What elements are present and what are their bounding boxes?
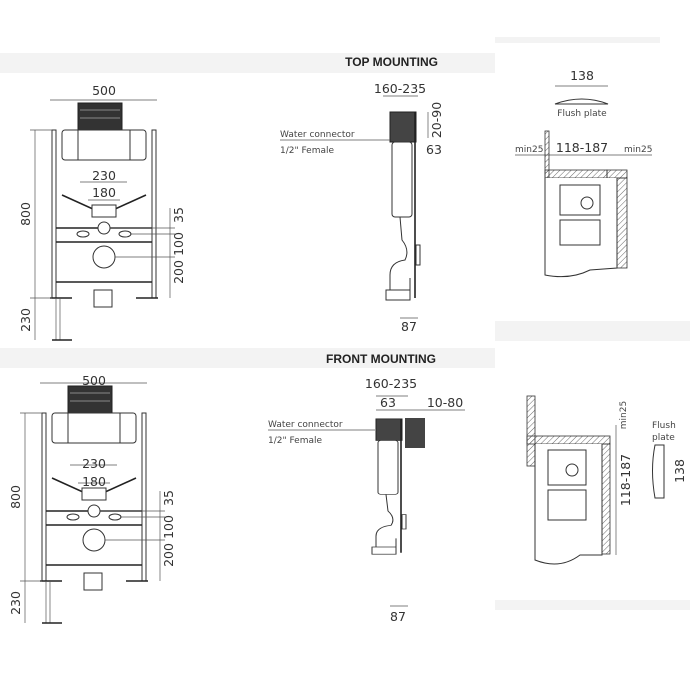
dimension-label: 500 <box>92 83 116 98</box>
dimension-label: 200 <box>161 543 176 567</box>
dimension-label: 100 <box>171 232 186 256</box>
dimension-label: Flush plate <box>557 109 607 119</box>
dimension-label: 1/2" Female <box>268 436 322 446</box>
dimension-label: 35 <box>171 207 186 223</box>
dimension-label: 138 <box>570 68 594 83</box>
section-title-front: FRONT MOUNTING <box>326 352 436 366</box>
dimension-label: 500 <box>82 373 106 388</box>
dimension-label: 160-235 <box>365 376 417 391</box>
dimension-label: 63 <box>426 142 442 157</box>
dimension-label: min25 <box>619 401 629 429</box>
dimension-label: 180 <box>92 185 116 200</box>
dimension-label: 100 <box>161 515 176 539</box>
dimension-label: plate <box>652 433 675 443</box>
section-band <box>0 53 495 73</box>
dimension-label: 35 <box>161 490 176 506</box>
dimension-label: min25 <box>515 145 543 155</box>
dimension-label: 118-187 <box>556 140 608 155</box>
dimension-label: 1/2" Female <box>280 146 334 156</box>
dimension-label: 87 <box>390 609 406 624</box>
dimension-label: 230 <box>92 168 116 183</box>
section-band <box>0 348 495 368</box>
front-mount-detail-view: min25 118-187 Flush plate 138 <box>526 395 687 565</box>
dimension-label: 200 <box>171 260 186 284</box>
dimension-label: 230 <box>82 456 106 471</box>
dimension-label: min25 <box>624 145 652 155</box>
dimension-label: 87 <box>401 319 417 334</box>
dimension-label: Water connector <box>268 420 343 430</box>
dimension-label: Water connector <box>280 130 355 140</box>
dimension-label: 180 <box>82 474 106 489</box>
dimension-label: 800 <box>18 202 33 226</box>
dimension-label: 63 <box>380 395 396 410</box>
dimension-label: 138 <box>672 459 687 483</box>
section-title-top: TOP MOUNTING <box>345 55 438 69</box>
dimension-label: 10-80 <box>427 395 463 410</box>
dimension-label: Flush <box>652 421 676 431</box>
top-side-view: 160-235 Water connector 1/2" Female 20-9… <box>280 81 444 334</box>
dimension-label: 20-90 <box>429 102 444 138</box>
dimension-label: 118-187 <box>618 454 633 506</box>
front-mount-side-view: 160-235 63 10-80 Water connector 1/2" Fe… <box>268 376 465 624</box>
top-detail-view: 138 Flush plate min25 118-187 min25 <box>515 68 652 278</box>
top-front-view: 500 230 180 800 230 35 100 200 <box>18 83 186 341</box>
dimension-label: 160-235 <box>374 81 426 96</box>
dimension-label: 230 <box>8 591 23 615</box>
dimension-label: 800 <box>8 485 23 509</box>
front-mount-front-view: 500 230 180 800 230 35 100 200 <box>8 373 176 624</box>
dimension-label: 230 <box>18 308 33 332</box>
